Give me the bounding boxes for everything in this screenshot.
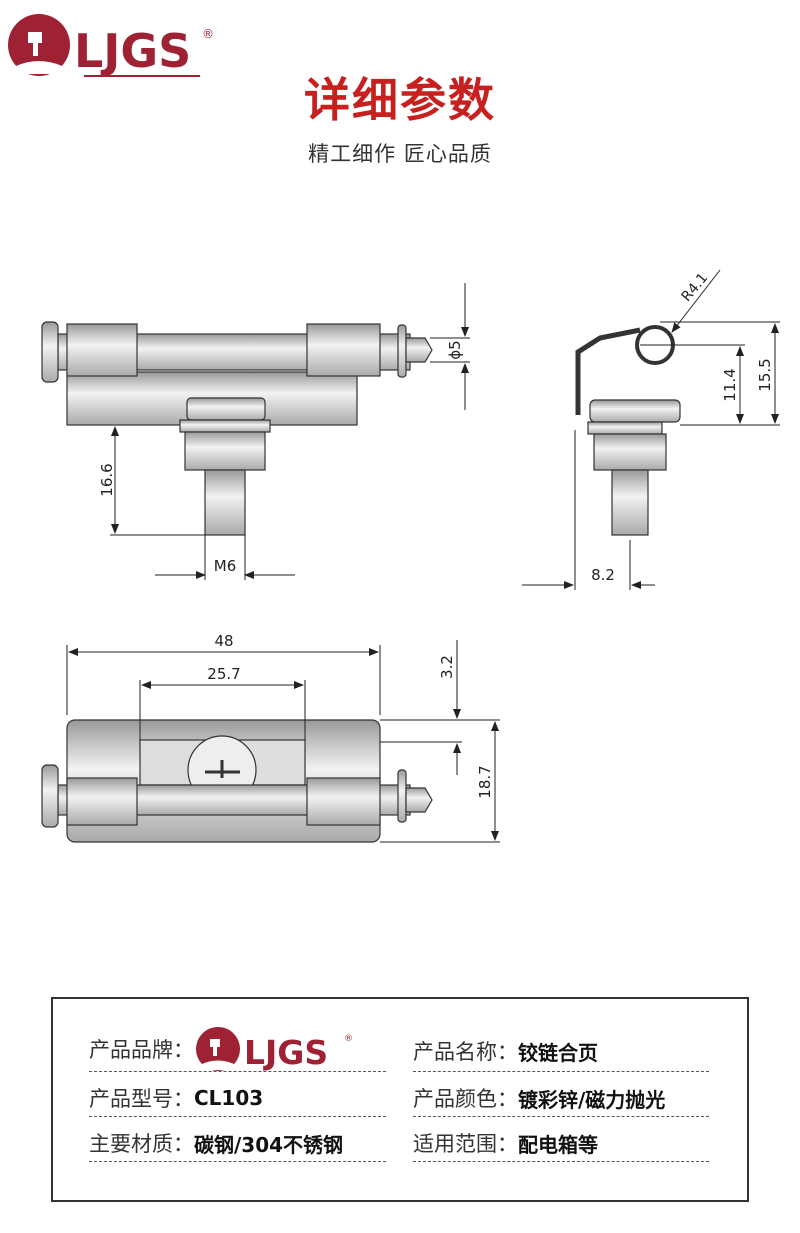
brand-logo: LJGS ® [6, 12, 216, 86]
dim-a: 11.4 [721, 368, 739, 401]
svg-text:®: ® [202, 27, 214, 41]
spec-usage: 适用范围：配电箱等 [413, 1132, 598, 1157]
svg-text:LJGS: LJGS [74, 24, 191, 78]
dim-diameter: ϕ5 [446, 340, 464, 359]
dim-width: 8.2 [591, 566, 615, 584]
svg-text:®: ® [344, 1034, 353, 1044]
spec-table: 产品品牌： LJGS ® 产品名称：铰链合页 产品型号：CL103 产品颜色：镀… [51, 997, 749, 1202]
hinge-top-view [41, 719, 433, 843]
dim-length: 48 [214, 632, 233, 650]
spec-model: 产品型号：CL103 [89, 1086, 264, 1111]
hinge-end-view [575, 325, 681, 536]
svg-text:LJGS: LJGS [244, 1033, 328, 1072]
spec-material: 主要材质：碳钢/304不锈钢 [89, 1132, 344, 1157]
hinge-side-view [41, 321, 433, 536]
dim-height: 16.6 [98, 463, 116, 496]
dim-thread: M6 [214, 557, 237, 575]
technical-drawings: 16.6 M6 ϕ5 R4.1 11.4 15.5 8.2 [41, 269, 780, 843]
spec-brand: 产品品牌： LJGS ® [89, 1027, 359, 1072]
brand-logo-small: LJGS ® [196, 1027, 353, 1072]
spec-color: 产品颜色：镀彩锌/磁力抛光 [413, 1087, 666, 1112]
dim-inner: 25.7 [207, 665, 240, 683]
dim-offset: 3.2 [438, 655, 456, 679]
page-subtitle: 精工细作 匠心品质 [308, 142, 492, 166]
dim-depth: 18.7 [476, 765, 494, 798]
page-title: 详细参数 [304, 73, 496, 127]
dim-b: 15.5 [756, 358, 774, 391]
spec-name: 产品名称：铰链合页 [413, 1040, 598, 1065]
